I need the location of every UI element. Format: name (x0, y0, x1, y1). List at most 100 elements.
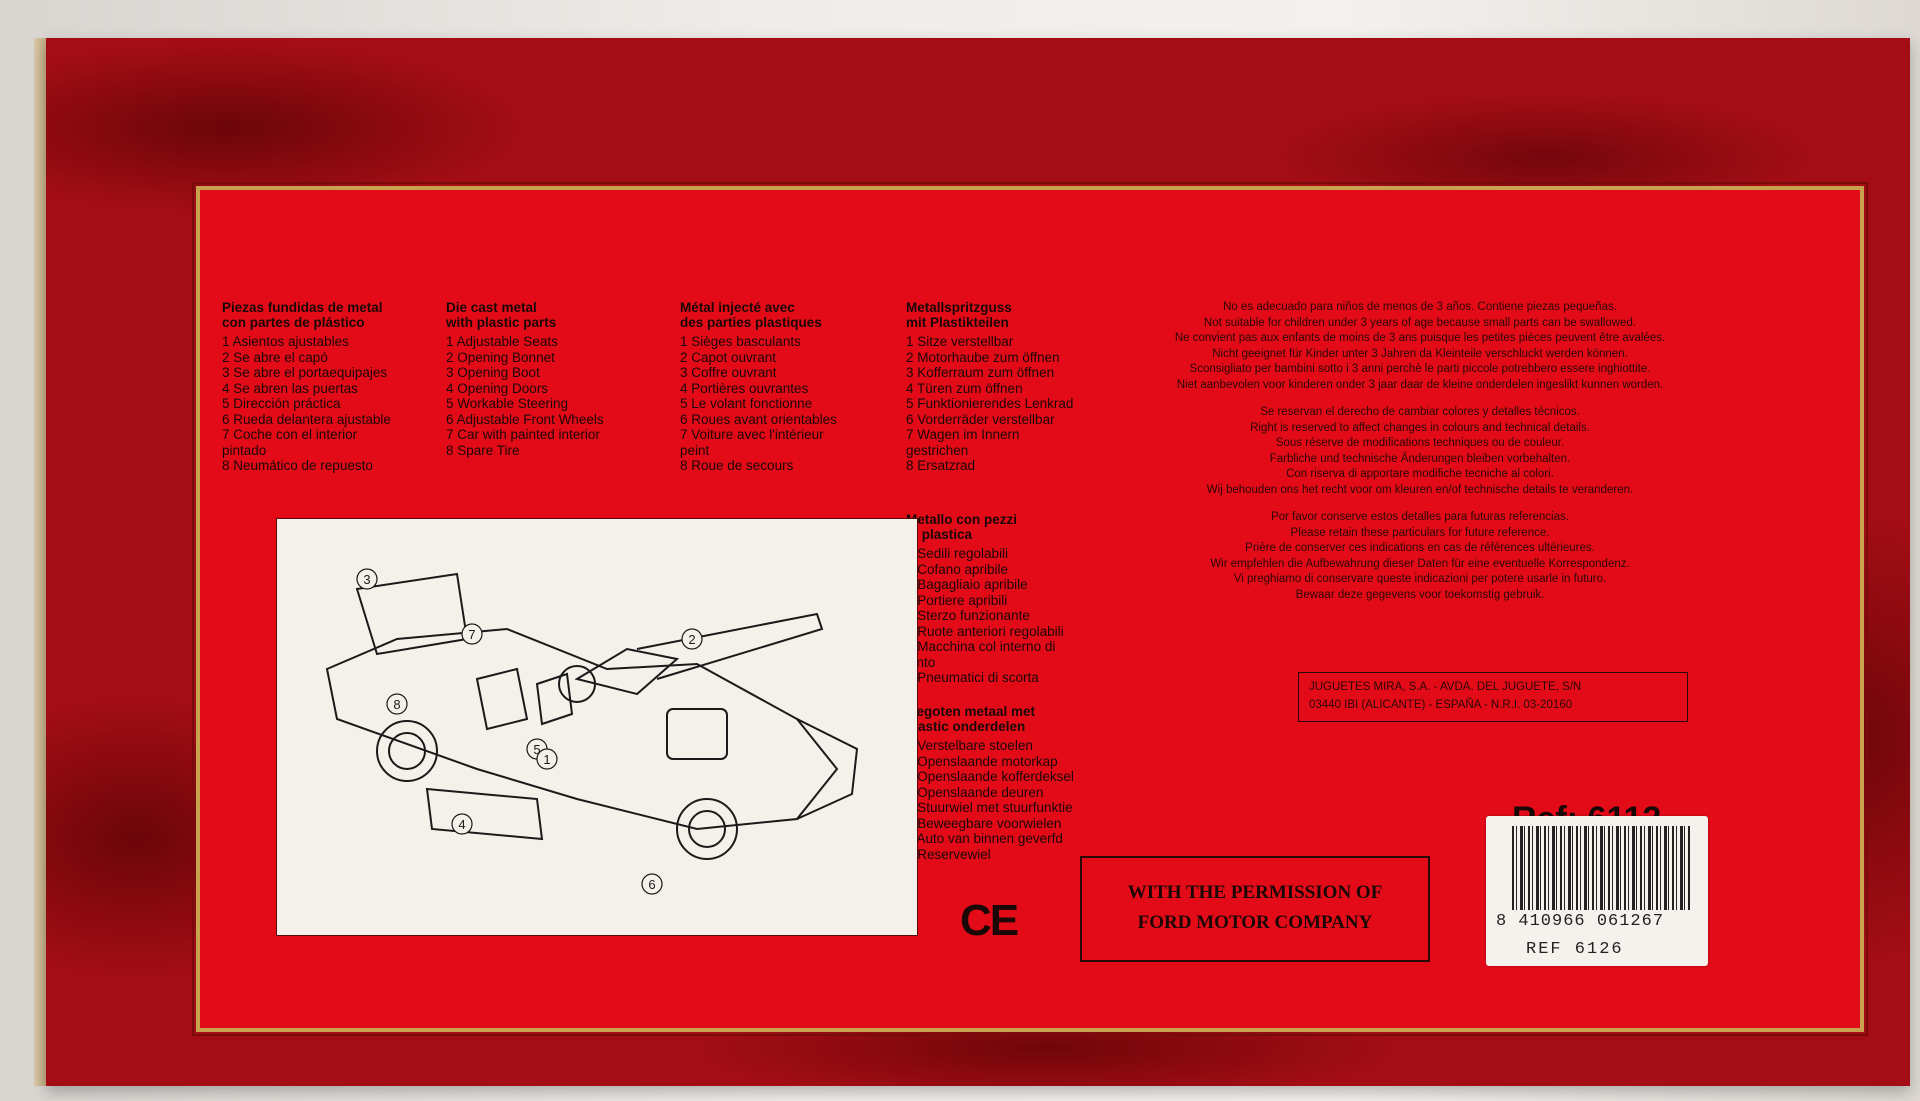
list-item: 7 Car with painted interior (446, 427, 600, 442)
column-german: Metallspritzguss mit Plastikteilen 1 Sit… (906, 300, 1073, 474)
warning-line: Con riserva di apportare modifiche tecni… (1286, 468, 1554, 480)
list-item: 6 Vorderräder verstellbar (906, 411, 1055, 427)
manufacturer-address: JUGUETES MIRA, S.A. - AVDA. DEL JUGUETE,… (1298, 672, 1688, 722)
column-title: Metallspritzguss mit Plastikteilen (906, 300, 1012, 330)
column-title: Gegoten metaal met plastic onderdelen (906, 704, 1036, 734)
list-item: 2 Cofano apribile (906, 561, 1009, 577)
warning-line: Bewaar deze gegevens voor toekomstig geb… (1295, 588, 1545, 601)
convertible-car-illustration: 8 3 7 2 1 5 4 6 (325, 568, 859, 895)
list-item: 6 Roues avant orientables (680, 411, 837, 427)
column-italian: Metallo con pezzi in plastica 1 Sedili r… (906, 512, 1076, 686)
list-item: 3 Bagagliaio apribile (906, 577, 1028, 592)
list-item: 8 Spare Tire (446, 442, 520, 458)
callout-6: 6 (648, 877, 655, 892)
warning-line: Se reservan el derecho de cambiar colore… (1260, 406, 1580, 418)
list-item: 8 Roue de secours (680, 458, 794, 473)
list-item: 7 Macchina col interno di pinto (906, 639, 1056, 670)
column-title: Metallo con pezzi in plastica (906, 512, 1018, 542)
warning-block-age: No es adecuado para niños de menos de 3 … (1130, 300, 1710, 393)
list-item: 5 Le volant fonctionne (680, 396, 813, 411)
list-item: 3 Kofferraum zum öffnen (906, 365, 1055, 380)
ce-mark: CE (960, 896, 1019, 945)
list-item: 2 Openslaande motorkap (906, 753, 1058, 769)
product-box: Piezas fundidas de metal con partes de p… (46, 38, 1910, 1086)
permission-line: WITH THE PERMISSION OF (1127, 882, 1383, 903)
list-item: 2 Opening Bonnet (446, 349, 555, 365)
barcode-sticker: 8 410966 061267 REF 6126 (1486, 816, 1708, 966)
list-item: 4 Se abren las puertas (222, 380, 358, 396)
warning-line: Ne convient pas aux enfants de moins de … (1174, 332, 1666, 344)
callout-3: 3 (363, 572, 370, 587)
column-french: Métal injecté avec des parties plastique… (680, 300, 850, 474)
callout-7: 7 (468, 627, 475, 642)
list-item: 1 Adjustable Seats (446, 334, 558, 349)
list-item: 7 Coche con el interior pintado (222, 427, 358, 458)
list-item: 4 Openslaande deuren (906, 784, 1044, 800)
list-item: 5 Stuurwiel met stuurfunktie (906, 800, 1073, 815)
column-title: Métal injecté avec des parties plastique… (680, 300, 822, 330)
list-item: 1 Verstelbare stoelen (906, 738, 1033, 753)
list-item: 4 Türen zum öffnen (906, 380, 1023, 396)
barcode-number: 8 410966 061267 (1496, 912, 1665, 931)
permission-line: FORD MOTOR COMPANY (1137, 912, 1373, 933)
warning-line: Please retain these particulars for futu… (1290, 526, 1550, 539)
list-item: 3 Coffre ouvrant (680, 365, 777, 380)
warning-line: No es adecuado para niños de menos de 3 … (1223, 301, 1617, 313)
list-item: 8 Ersatzrad (906, 458, 976, 473)
car-line-drawing: 8 3 7 2 1 5 4 6 (276, 518, 918, 936)
list-item: 5 Workable Steering (446, 396, 569, 411)
warning-line: Right is reserved to affect changes in c… (1250, 421, 1590, 434)
list-item: 6 Rueda delantera ajustable (222, 411, 391, 427)
list-item: 7 Voiture avec l'intérieur peint (680, 427, 824, 458)
list-item: 3 Opening Boot (446, 365, 540, 380)
box-side-edge (34, 38, 48, 1086)
list-item: 4 Opening Doors (446, 380, 549, 396)
warning-line: Farbliche und technische Änderungen blei… (1269, 452, 1571, 465)
address-line: 03440 IBI (ALICANTE) - ESPAÑA - N.R.I. 0… (1309, 699, 1573, 711)
warning-line: Nicht geeignet für Kinder unter 3 Jahren… (1212, 347, 1628, 360)
barcode-icon (1512, 826, 1692, 910)
info-panel: Piezas fundidas de metal con partes de p… (192, 182, 1868, 1036)
warning-line: Wij behouden ons het recht voor om kleur… (1206, 483, 1634, 496)
column-title: Piezas fundidas de metal con partes de p… (222, 300, 383, 330)
callout-1: 1 (543, 752, 550, 767)
warning-block-changes: Se reservan el derecho de cambiar colore… (1130, 405, 1710, 498)
list-item: 3 Openslaande kofferdeksel (906, 769, 1074, 784)
column-dutch: Gegoten metaal met plastic onderdelen 1 … (906, 704, 1074, 862)
list-item: 8 Reservewiel (906, 846, 991, 862)
list-item: 1 Sièges basculants (680, 334, 801, 349)
list-item: 2 Capot ouvrant (680, 349, 777, 365)
sticker-ref: REF 6126 (1526, 940, 1624, 959)
column-spanish: Piezas fundidas de metal con partes de p… (222, 300, 392, 474)
list-item: 2 Se abre el capó (222, 349, 328, 365)
list-item: 4 Portières ouvrantes (680, 380, 809, 396)
list-item: 5 Funktionierendes Lenkrad (906, 396, 1074, 411)
list-item: 1 Sedili regolabili (906, 546, 1009, 561)
warning-block-retain: Por favor conserve estos detalles para f… (1130, 510, 1710, 603)
list-item: 8 Neumático de repuesto (222, 458, 373, 473)
list-item: 6 Adjustable Front Wheels (446, 411, 604, 427)
warning-text: No es adecuado para niños de menos de 3 … (1130, 300, 1710, 615)
warning-line: Niet aanbevolen voor kinderen onder 3 ja… (1176, 378, 1664, 391)
callout-4: 4 (458, 817, 465, 832)
list-item: 5 Dirección práctica (222, 396, 341, 411)
warning-line: Prière de conserver ces indications en c… (1245, 542, 1595, 554)
list-item: 1 Sitze verstellbar (906, 334, 1014, 349)
warning-line: Sous réserve de modifications techniques… (1275, 437, 1565, 449)
callout-5: 5 (533, 742, 540, 757)
callout-2: 2 (688, 632, 695, 647)
warning-line: Wir empfehlen die Aufbewahrung dieser Da… (1210, 557, 1630, 570)
warning-line: Vi preghiamo di conservare queste indica… (1233, 573, 1607, 585)
warning-line: Sconsigliato per bambini sotto i 3 anni … (1189, 363, 1651, 375)
list-item: 6 Beweegbare voorwielen (906, 815, 1062, 831)
list-item: 8 Pneumatici di scorta (906, 670, 1039, 685)
list-item: 5 Sterzo funzionante (906, 608, 1030, 623)
list-item: 4 Portiere apribili (906, 592, 1008, 608)
list-item: 7 Wagen im Innern gestrichen (906, 427, 1020, 458)
list-item: 6 Ruote anteriori regolabili (906, 623, 1064, 639)
list-item: 7 Auto van binnen geverfd (906, 831, 1063, 846)
warning-line: Por favor conserve estos detalles para f… (1271, 511, 1569, 523)
address-line: JUGUETES MIRA, S.A. - AVDA. DEL JUGUETE,… (1309, 681, 1582, 693)
ford-permission-box: WITH THE PERMISSION OF FORD MOTOR COMPAN… (1080, 856, 1430, 962)
list-item: 1 Asientos ajustables (222, 334, 349, 349)
